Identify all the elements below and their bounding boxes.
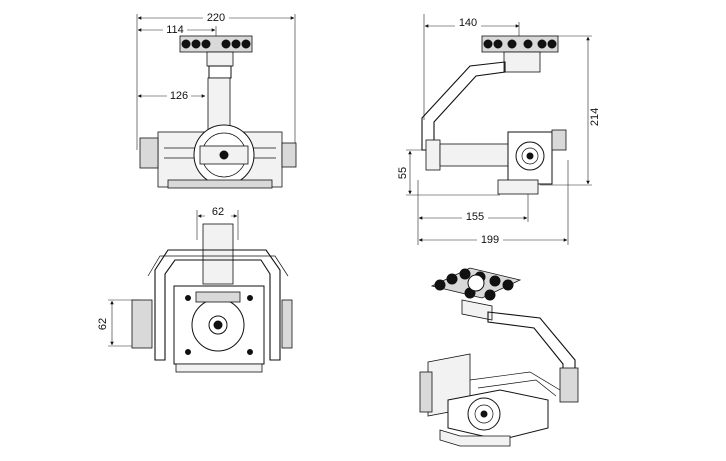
side-gimbal-body (425, 129, 567, 195)
dim-arm-offset: 126 (170, 90, 188, 102)
dim-inner-depth: 155 (466, 211, 484, 223)
dim-arm-width: 62 (212, 206, 224, 218)
iso-gimbal-body (419, 353, 579, 447)
front-vertical-arm (207, 77, 231, 131)
front-damper-plate (179, 35, 253, 79)
rear-frame (131, 223, 293, 373)
side-dimensions: 140 214 55 155 199 (397, 14, 601, 246)
front-dimensions: 220 114 126 (136, 12, 296, 150)
dim-base-height: 55 (397, 167, 409, 179)
side-view: 140 214 55 155 199 (397, 14, 601, 246)
side-bent-arm (421, 61, 506, 151)
side-damper-plate (481, 35, 559, 73)
isometric-view (419, 267, 579, 447)
iso-damper-plate (430, 267, 522, 321)
dim-overall-depth: 199 (481, 234, 499, 246)
dim-plate-height: 62 (97, 318, 109, 330)
dim-half-width: 114 (166, 24, 184, 36)
dim-top-width: 140 (459, 17, 477, 29)
front-view: 220 114 126 (136, 12, 297, 189)
rear-view: 62 62 (97, 206, 293, 373)
front-gimbal-body (139, 124, 297, 189)
dim-overall-width: 220 (207, 12, 225, 24)
rear-dimensions: 62 62 (97, 206, 239, 347)
dim-height: 214 (589, 108, 601, 126)
